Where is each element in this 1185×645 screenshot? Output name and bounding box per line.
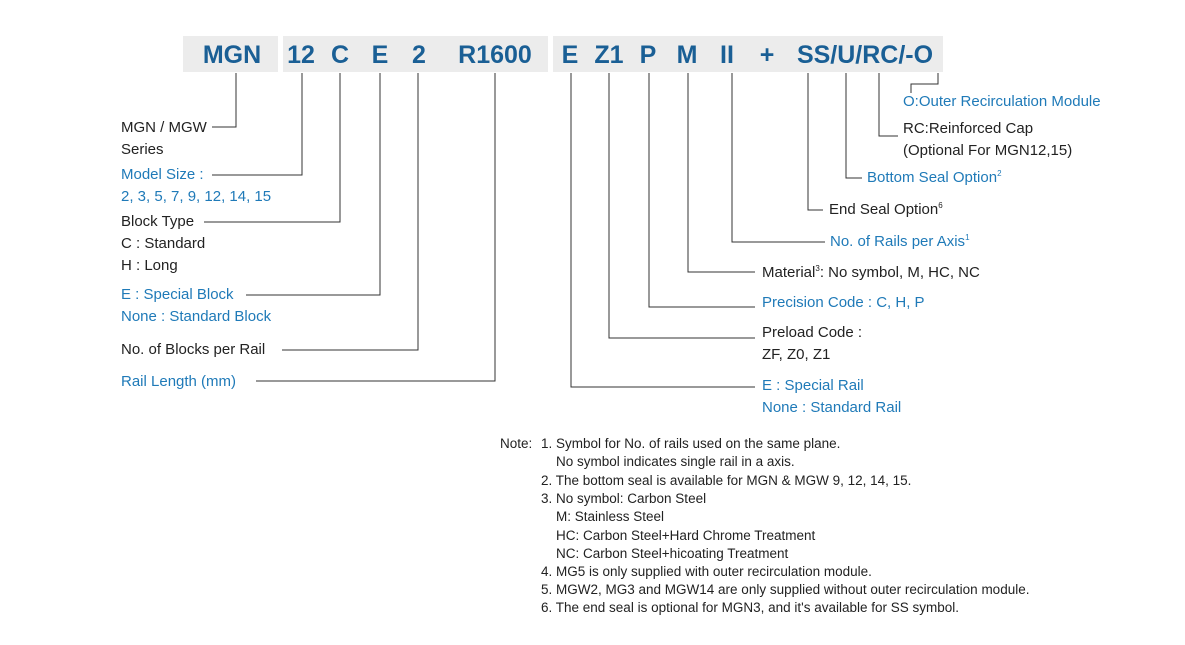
code-options: SS/U/RC/-O [796, 41, 934, 69]
precision-label: Precision Code : C, H, P [762, 294, 925, 311]
rail-length-label: Rail Length (mm) [121, 373, 237, 390]
reinforced-cap-connector [878, 73, 898, 137]
code-background [283, 36, 548, 72]
code-blocks-per-rail: 2 [412, 41, 426, 69]
preload-connector [608, 73, 755, 339]
code-series: MGN [202, 41, 262, 69]
code-block-type: C [330, 41, 350, 69]
note-line: M: Stainless Steel [556, 509, 665, 524]
note-line: 3. No symbol: Carbon Steel [541, 491, 707, 506]
note-line: No symbol indicates single rail in a axi… [556, 454, 795, 469]
rails-per-axis-connector [731, 73, 825, 243]
bottom-seal-connector [845, 73, 862, 179]
special-block-label: E : Special Block None : Standard Block [121, 286, 272, 325]
code-special-block: E [371, 41, 389, 69]
code-background [183, 36, 278, 72]
note-line: 4. MG5 is only supplied with outer recir… [541, 564, 872, 579]
note-line: HC: Carbon Steel+Hard Chrome Treatment [556, 528, 816, 543]
code-model-size: 12 [287, 41, 315, 69]
end-seal-label: End Seal Option6 [829, 201, 943, 218]
note-line: NC: Carbon Steel+hicoating Treatment [556, 546, 789, 561]
model-size-connector [212, 73, 303, 176]
series-label: MGN / MGW Series [121, 119, 207, 158]
end-seal-connector [807, 73, 823, 211]
block-type-connector [204, 73, 341, 223]
preload-label: Preload Code : ZF, Z0, Z1 [762, 324, 863, 363]
code-special-rail: E [561, 41, 579, 69]
note-line: 2. The bottom seal is available for MGN … [541, 473, 912, 488]
blocks-per-rail-connector [282, 73, 419, 351]
note-line: 6. The end seal is optional for MGN3, an… [541, 600, 960, 615]
outer-recirculation-connector [910, 73, 939, 93]
blocks-per-rail-label: No. of Blocks per Rail [121, 341, 266, 358]
rails-per-axis-label: No. of Rails per Axis1 [830, 233, 970, 250]
notes-heading: Note: [500, 436, 533, 451]
material-connector [687, 73, 755, 273]
reinforced-cap-label: RC:Reinforced Cap (Optional For MGN12,15… [903, 120, 1073, 159]
code-rails-per-axis: II [720, 41, 734, 69]
rail-length-connector [256, 73, 496, 382]
code-plus: + [759, 41, 775, 69]
material-label: Material3: No symbol, M, HC, NC [762, 264, 980, 281]
special-rail-label: E : Special Rail None : Standard Rail [762, 377, 902, 416]
series-connector [212, 73, 237, 128]
precision-connector [648, 73, 755, 308]
code-background [553, 36, 943, 72]
model-size-label: Model Size : 2, 3, 5, 7, 9, 12, 14, 15 [121, 166, 272, 205]
block-type-label: Block Type C : Standard H : Long [121, 213, 206, 274]
special-block-connector [246, 73, 381, 296]
code-preload: Z1 [594, 41, 624, 69]
outer-recirculation-label: O:Outer Recirculation Module [903, 93, 1101, 110]
code-material: M [676, 41, 698, 69]
code-rail-length: R1600 [458, 41, 532, 69]
note-line: 1. Symbol for No. of rails used on the s… [541, 436, 841, 451]
note-line: 5. MGW2, MG3 and MGW14 are only supplied… [541, 582, 1030, 597]
bottom-seal-label: Bottom Seal Option2 [867, 169, 1002, 186]
special-rail-connector [570, 73, 755, 388]
code-precision: P [639, 41, 657, 69]
